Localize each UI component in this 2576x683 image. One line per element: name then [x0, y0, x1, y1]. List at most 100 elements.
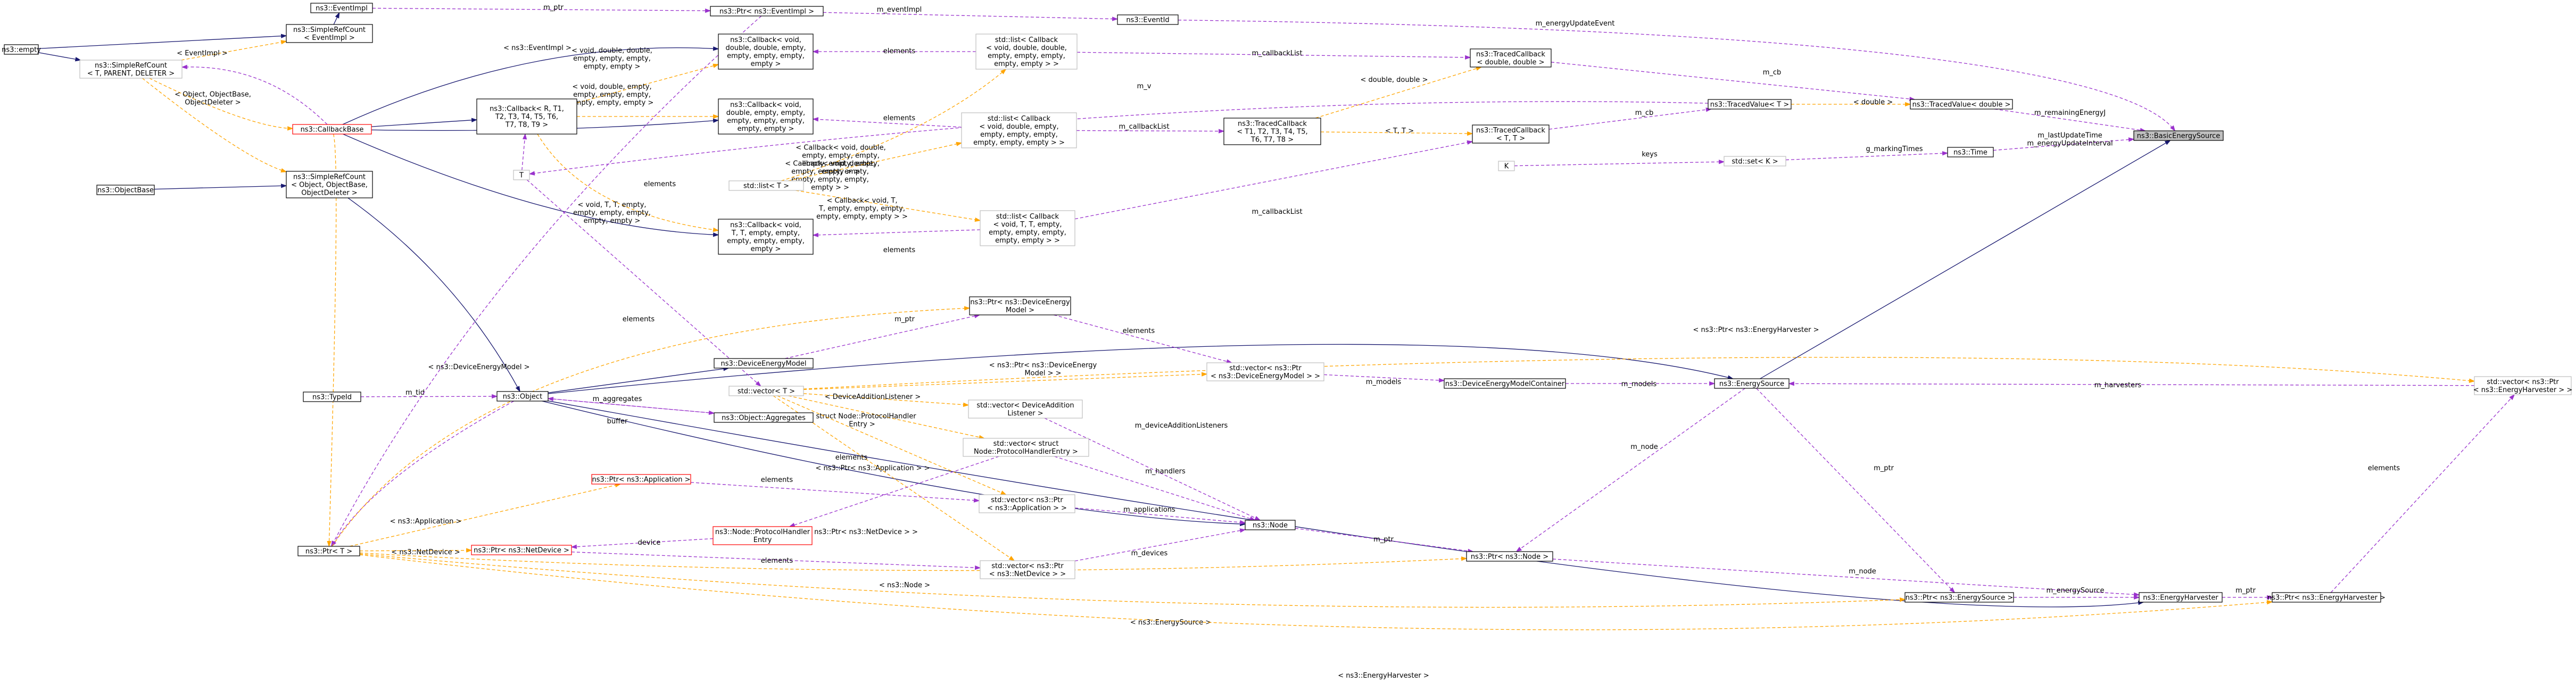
edge-arrowhead [1788, 381, 1794, 386]
class-label: std::vector< T > [738, 388, 795, 396]
class-node-traced-cb-template[interactable]: ns3::TracedCallback< T1, T2, T3, T4, T5,… [1223, 118, 1321, 145]
edge-vec_listener-to-node: m_deviceAdditionListeners [1044, 418, 1261, 521]
class-node-node[interactable]: ns3::Node [1245, 520, 1296, 530]
class-node-cb-void-tt[interactable]: ns3::Callback< void,T, T, empty, empty,e… [718, 219, 814, 255]
class-node-traced-value-t[interactable]: ns3::TracedValue< T > [1708, 99, 1792, 110]
class-node-devmodel[interactable]: ns3::DeviceEnergyModel [714, 358, 814, 369]
class-node-ptr-node[interactable]: ns3::Ptr< ns3::Node > [1466, 551, 1553, 562]
class-node-protocol-entry[interactable]: ns3::Node::ProtocolHandlerEntry [713, 526, 813, 545]
edge-arrowhead [1905, 102, 1911, 107]
class-node-empty[interactable]: ns3::empty [2, 44, 41, 55]
edge-arrowhead [974, 565, 981, 570]
class-box [969, 296, 1071, 315]
class-node-ptr-harvester[interactable]: ns3::Ptr< ns3::EnergyHarvester > [2267, 592, 2386, 603]
edge-label: < ns3::Ptr< ns3::NetDevice > > [806, 528, 918, 536]
class-label: ns3::TracedCallback [1238, 120, 1307, 128]
edge-arrowhead [812, 49, 818, 54]
class-node-refcount-tpd[interactable]: ns3::SimpleRefCount< T, PARENT, DELETER … [79, 60, 183, 79]
class-node-vec-netdevice[interactable]: std::vector< ns3::Ptr< ns3::NetDevice > … [980, 560, 1075, 579]
class-node-aggregates[interactable]: ns3::Object::Aggregates [714, 412, 814, 423]
class-label: ns3::TracedCallback [1476, 127, 1545, 135]
class-label: ns3::SimpleRefCount [293, 26, 366, 34]
edge-line [1516, 388, 1745, 552]
edge-label: m_energyUpdateInterval [2027, 140, 2113, 148]
edge-line [823, 12, 1118, 20]
edge-label: < ns3::EventImpl > [503, 44, 571, 52]
edge-arrowhead [1942, 151, 1949, 156]
class-node-k-param[interactable]: K [1498, 161, 1515, 171]
class-node-cb-template[interactable]: ns3::Callback< R, T1,T2, T3, T4, T5, T6,… [476, 98, 577, 135]
edge-object-to-devmodel [548, 367, 730, 394]
class-node-vec-devmodel[interactable]: std::vector< ns3::Ptr< ns3::DeviceEnergy… [1206, 362, 1324, 381]
class-node-vec-harvester[interactable]: std::vector< ns3::Ptr< ns3::EnergyHarves… [2473, 376, 2573, 395]
class-node-vec-handler[interactable]: std::vector< structNode::ProtocolHandler… [963, 438, 1089, 457]
class-node-vec-listener[interactable]: std::vector< DeviceAdditionListener > [968, 399, 1083, 419]
class-box [1904, 592, 2014, 603]
edge-eventid-to-basic_energy_source: m_energyUpdateEvent [1178, 20, 2176, 132]
class-node-eventid[interactable]: ns3::EventId [1117, 14, 1179, 25]
class-node-devmodel-container[interactable]: ns3::DeviceEnergyModelContainer [1444, 378, 1566, 389]
edge-k_param-to-set_k: keys [1514, 151, 1725, 166]
class-node-vec-application[interactable]: std::vector< ns3::Ptr< ns3::Application … [979, 494, 1075, 513]
class-node-cb-void-double[interactable]: ns3::Callback< void,double, empty, empty… [718, 98, 814, 135]
edge-line [781, 69, 1006, 181]
class-node-ptr-devmodel[interactable]: ns3::Ptr< ns3::DeviceEnergyModel > [969, 296, 1071, 315]
edge-arrowhead [1239, 528, 1246, 533]
class-node-t-param[interactable]: T [513, 170, 530, 180]
class-node-ptr-netdevice[interactable]: ns3::Ptr< ns3::NetDevice > [471, 545, 572, 555]
class-node-ptr-t[interactable]: ns3::Ptr< T > [297, 546, 360, 556]
class-node-ptr-eventimpl[interactable]: ns3::Ptr< ns3::EventImpl > [710, 6, 824, 16]
edge-label: m_harvesters [2094, 381, 2142, 389]
class-node-eventimpl[interactable]: ns3::EventImpl [310, 3, 373, 13]
class-node-object[interactable]: ns3::Object [496, 391, 549, 402]
class-node-traced-value-double[interactable]: ns3::TracedValue< double > [1910, 99, 2013, 110]
class-node-refcount-object[interactable]: ns3::SimpleRefCount< Object, ObjectBase,… [286, 171, 373, 198]
edge-line [1994, 109, 2146, 131]
edge-line [1760, 140, 2171, 379]
edge-arrowhead [181, 64, 188, 69]
edge-line [576, 64, 719, 104]
edge-arrowhead [1515, 546, 1522, 552]
class-node-set-k[interactable]: std::set< K > [1724, 156, 1786, 166]
edge-arrowhead [74, 57, 81, 62]
class-node-objectbase[interactable]: ns3::ObjectBase [96, 185, 155, 195]
class-node-typeid[interactable]: ns3::TypeId [303, 392, 361, 402]
class-node-ptr-energysource[interactable]: ns3::Ptr< ns3::EnergySource > [1904, 592, 2014, 603]
class-node-cb-double-double[interactable]: ns3::Callback< void,double, double, empt… [718, 34, 814, 70]
class-node-energy-harvester[interactable]: ns3::EnergyHarvester [2139, 592, 2223, 603]
class-node-callbackbase[interactable]: ns3::CallbackBase [292, 124, 372, 135]
class-node-traced-cb-tt[interactable]: ns3::TracedCallback< T, T > [1472, 124, 1550, 144]
edge-line [1514, 161, 1725, 166]
edge-objectbase-to-refcount_object [154, 184, 287, 190]
class-label: std::list< T > [743, 182, 789, 190]
edge-label: T, empty, empty, empty, [818, 205, 905, 213]
edge-label: m_lastUpdateTime [2037, 132, 2102, 140]
class-node-ptr-application[interactable]: ns3::Ptr< ns3::Application > [591, 474, 691, 485]
edge-line [526, 179, 761, 387]
edge-label: m_node [1630, 443, 1658, 451]
edge-line [1044, 418, 1261, 521]
class-node-list-cb-tt[interactable]: std::list< Callback< void, T, T, empty,e… [980, 210, 1075, 246]
class-box [4, 44, 39, 55]
class-node-list-t[interactable]: std::list< T > [728, 180, 804, 191]
class-node-list-cb-d[interactable]: std::list< Callback< void, double, empty… [961, 112, 1077, 148]
edge-label: empty, empty, empty > > [816, 213, 908, 221]
edge-label: < void, double, empty, [572, 83, 651, 91]
class-box [975, 34, 1078, 70]
edge-label: m_cb [1635, 109, 1654, 117]
class-node-basic-energy-source[interactable]: ns3::BasicEnergySource [2133, 130, 2224, 141]
class-node-energy-source[interactable]: ns3::EnergySource [1714, 378, 1790, 389]
edge-label: < double, double > [1361, 76, 1428, 84]
class-node-time[interactable]: ns3::Time [1947, 147, 1994, 157]
class-node-list-cb-dd[interactable]: std::list< Callback< void, double, doubl… [975, 34, 1078, 70]
edge-ptr_t-to-ptr_node: < ns3::Node > [359, 552, 1468, 589]
class-node-traced-cb-double[interactable]: ns3::TracedCallback< double, double > [1470, 48, 1552, 68]
edge-arrowhead [713, 227, 719, 232]
class-label: std::vector< ns3::Ptr [991, 562, 1064, 570]
edge-line [1076, 130, 1224, 132]
class-label: < T, T > [1496, 135, 1525, 143]
class-node-refcount-eventimpl[interactable]: ns3::SimpleRefCount< EventImpl > [286, 24, 373, 43]
class-node-vector-t[interactable]: std::vector< T > [728, 386, 804, 396]
edge-arrowhead [1000, 69, 1007, 74]
